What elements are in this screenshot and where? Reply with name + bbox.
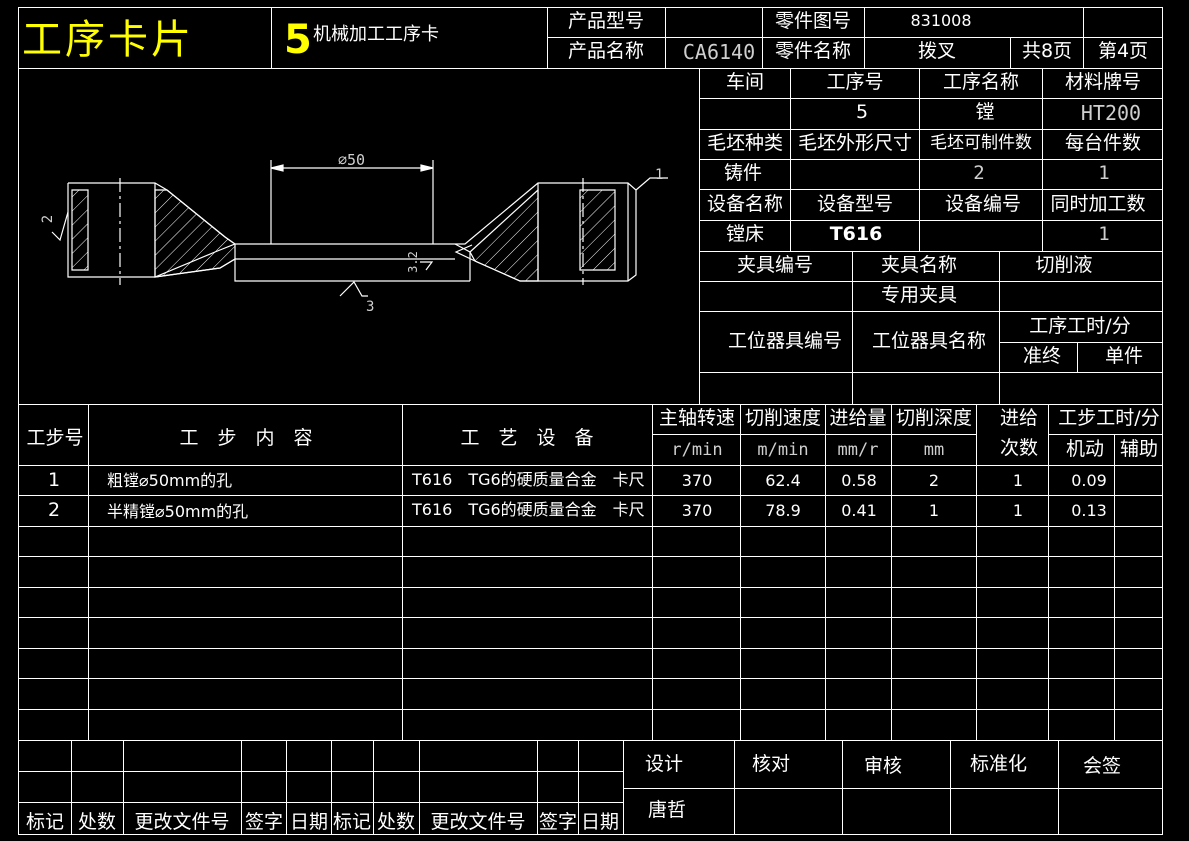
step-no: 2: [47, 499, 61, 521]
check-label: 核对: [752, 753, 791, 775]
date-label-2: 日期: [580, 811, 620, 833]
simultaneous-value: 1: [1098, 223, 1110, 245]
step-spindle: 370: [681, 471, 713, 490]
product-name-label: 产品名称: [567, 40, 645, 62]
countersign-label: 会签: [1083, 755, 1122, 777]
col-feed: 进给量: [829, 407, 887, 429]
col-cutting-speed: 切削速度: [744, 407, 822, 429]
card-name: 机械加工工序卡: [313, 24, 439, 45]
product-model-label: 产品型号: [567, 10, 645, 32]
roughness-left: 2: [40, 214, 57, 224]
unit-time-label: 单件: [1104, 345, 1144, 367]
step-spindle: 370: [681, 501, 713, 520]
step-machine-time: 0.09: [1071, 471, 1107, 490]
total-pages: 共8页: [1021, 40, 1073, 62]
revision-mark-label-2: 标记: [332, 811, 372, 833]
col-step-time: 工步工时/分: [1058, 407, 1160, 429]
unit-feed: mm/r: [837, 440, 879, 460]
equip-model-label: 设备型号: [816, 193, 894, 215]
step-depth: 1: [928, 501, 940, 520]
part-section-drawing: [51, 160, 668, 297]
fixture-name-value: 专用夹具: [880, 284, 958, 306]
col-depth: 切削深度: [895, 407, 973, 429]
step-no: 1: [47, 469, 61, 491]
step-passes: 1: [1012, 501, 1024, 520]
col-passes-top: 进给: [999, 407, 1039, 429]
step-equipment: T616 TG6的硬质量合金 卡尺: [412, 470, 645, 489]
step-feed: 0.41: [841, 501, 877, 520]
station-tool-name-label: 工位器具名称: [871, 330, 987, 352]
change-doc-label: 更改文件号: [134, 811, 230, 833]
unit-speed: m/min: [757, 440, 809, 460]
equip-name-value: 镗床: [725, 223, 765, 245]
workshop-label: 车间: [725, 71, 765, 93]
blank-parts-label: 毛坯可制件数: [930, 133, 1032, 153]
step-speed: 62.4: [765, 471, 801, 490]
equip-no-label: 设备编号: [944, 193, 1022, 215]
per-unit-value: 1: [1098, 162, 1110, 184]
product-name-value: CA6140: [682, 40, 756, 64]
step-equipment: T616 TG6的硬质量合金 卡尺: [412, 500, 645, 519]
fixture-no-label: 夹具编号: [736, 254, 814, 276]
op-no-label: 工序号: [826, 71, 884, 93]
page-number: 第4页: [1097, 40, 1149, 62]
roughness-bottom: 3: [366, 299, 375, 315]
design-label: 设计: [645, 753, 684, 775]
step-speed: 78.9: [765, 501, 801, 520]
col-passes-bottom: 次数: [999, 437, 1039, 459]
col-step-content: 工 步 内 容: [179, 427, 313, 449]
signature-label: 签字: [244, 811, 284, 833]
part-name-value: 拨叉: [917, 40, 957, 62]
fixture-name-label: 夹具名称: [880, 254, 958, 276]
review-label: 审核: [864, 755, 903, 777]
simultaneous-label: 同时加工数: [1050, 193, 1146, 215]
step-content: 粗镗⌀50mm的孔: [107, 471, 233, 490]
col-machine-time: 机动: [1065, 438, 1105, 460]
blank-type-value: 铸件: [723, 162, 763, 184]
col-step-no: 工步号: [26, 427, 84, 449]
op-name-value: 镗: [975, 101, 995, 123]
signature-label-2: 签字: [538, 811, 578, 833]
step-depth: 2: [928, 471, 940, 490]
unit-spindle: r/min: [671, 440, 723, 460]
col-aux-time: 辅助: [1119, 438, 1159, 460]
col-equipment: 工 艺 设 备: [460, 427, 594, 449]
equip-model-value: T616: [829, 223, 883, 245]
roughness-right: 1: [655, 167, 664, 183]
equip-name-label: 设备名称: [706, 193, 784, 215]
card-title: 工序卡片: [22, 17, 194, 63]
step-machine-time: 0.13: [1071, 501, 1107, 520]
col-spindle-speed: 主轴转速: [658, 407, 736, 429]
process-number: 5: [284, 17, 312, 63]
setup-time-label: 准终: [1022, 345, 1062, 367]
op-no-value: 5: [855, 101, 869, 123]
material-label: 材料牌号: [1064, 71, 1142, 93]
roughness-inner: 3.2: [405, 251, 420, 273]
op-name-label: 工序名称: [942, 71, 1020, 93]
station-tool-no-label: 工位器具编号: [727, 330, 843, 352]
blank-type-label: 毛坯种类: [706, 132, 784, 154]
revision-count-label-2: 处数: [376, 811, 416, 833]
unit-depth: mm: [923, 440, 945, 460]
op-time-label: 工序工时/分: [1029, 315, 1131, 337]
part-drawing-label: 零件图号: [774, 10, 852, 32]
coolant-label: 切削液: [1035, 254, 1093, 276]
diameter-dimension: ⌀50: [338, 151, 366, 169]
material-value: HT200: [1080, 101, 1142, 125]
part-name-label: 零件名称: [774, 40, 852, 62]
step-feed: 0.58: [841, 471, 877, 490]
date-label: 日期: [289, 811, 329, 833]
step-content: 半精镗⌀50mm的孔: [107, 502, 249, 521]
step-passes: 1: [1012, 471, 1024, 490]
designer-name: 唐哲: [648, 799, 687, 821]
blank-size-label: 毛坯外形尺寸: [797, 132, 913, 154]
revision-mark-label: 标记: [25, 811, 65, 833]
blank-parts-value: 2: [973, 162, 985, 184]
part-drawing-value: 831008: [910, 11, 972, 30]
per-unit-label: 每台件数: [1064, 132, 1142, 154]
change-doc-label-2: 更改文件号: [430, 811, 526, 833]
revision-count-label: 处数: [77, 811, 117, 833]
standardization-label: 标准化: [970, 753, 1028, 775]
